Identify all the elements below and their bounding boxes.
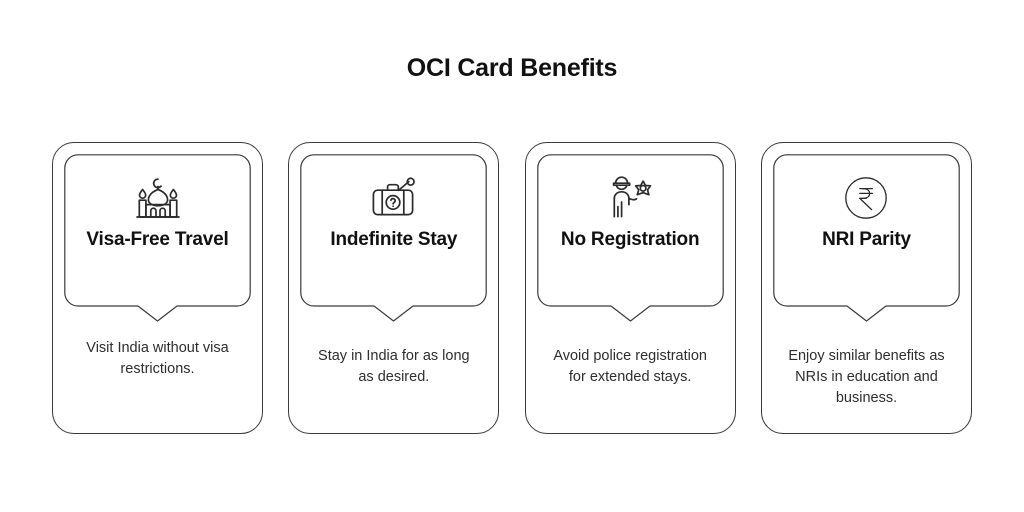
- police-officer-badge-icon: [604, 174, 656, 222]
- page-title: OCI Card Benefits: [406, 54, 618, 82]
- mosque-icon: [130, 174, 186, 222]
- rupee-circle-icon: [843, 174, 889, 222]
- benefit-card-nri-parity[interactable]: NRI Parity Enjoy similar benefits as NRI…: [760, 142, 972, 434]
- card-description: Avoid police registration for extended s…: [553, 348, 707, 386]
- benefit-card-no-registration[interactable]: No Registration Avoid police registratio…: [524, 142, 736, 434]
- card-title: No Registration: [560, 229, 700, 250]
- card-description: Enjoy similar benefits as NRIs in educat…: [788, 348, 945, 407]
- card-title: Visa-Free Travel: [86, 229, 229, 250]
- bubble-content: NRI Parity: [773, 154, 960, 306]
- card-description: Visit India without visa restrictions.: [86, 340, 229, 378]
- benefit-card-indefinite-stay[interactable]: Indefinite Stay Stay in India for as lon…: [288, 142, 500, 434]
- benefit-card-visa-free-travel[interactable]: Visa-Free Travel Visit India without vis…: [52, 142, 263, 434]
- card-description: Stay in India for as long as desired.: [318, 348, 470, 386]
- speech-bubble: Indefinite Stay: [300, 154, 488, 322]
- bubble-content: No Registration: [537, 154, 724, 306]
- speech-bubble: Visa-Free Travel: [64, 154, 251, 322]
- benefit-cards-row: Visa-Free Travel Visit India without vis…: [52, 142, 972, 434]
- speech-bubble: NRI Parity: [773, 154, 960, 322]
- card-title: NRI Parity: [822, 229, 911, 250]
- speech-bubble: No Registration: [536, 154, 724, 322]
- suitcase-question-icon: [367, 174, 421, 222]
- bubble-content: Indefinite Stay: [300, 154, 487, 306]
- bubble-content: Visa-Free Travel: [64, 154, 251, 306]
- card-title: Indefinite Stay: [330, 229, 458, 250]
